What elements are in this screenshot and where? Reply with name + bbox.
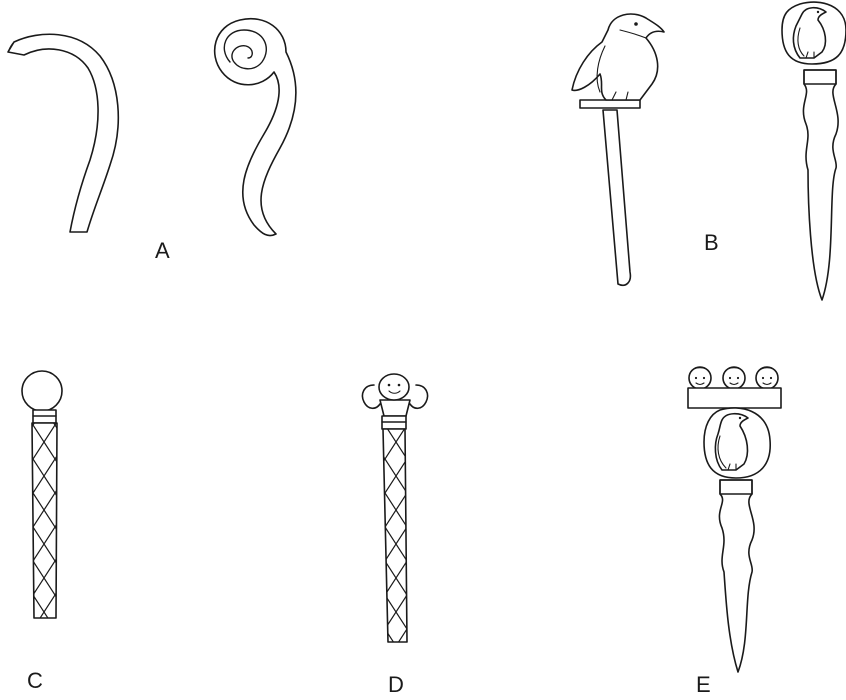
staff-a-spiral-crook <box>215 19 296 236</box>
staff-a-crook <box>8 34 118 232</box>
label-d: D <box>388 672 404 697</box>
staff-e-heads-staff <box>688 367 781 672</box>
staff-b-eagle-finial <box>572 14 664 285</box>
eagle-medallion <box>782 2 846 64</box>
face-icon <box>689 367 711 389</box>
staff-c-knob-staff <box>22 371 62 618</box>
three-heads-crest <box>688 367 781 408</box>
perch-plate <box>580 100 640 108</box>
face-icon <box>723 367 745 389</box>
human-figure-finial <box>362 374 427 416</box>
label-c: C <box>27 668 43 693</box>
staff-b-medallion-staff <box>782 2 846 300</box>
face-icon <box>379 374 409 400</box>
eagle-medallion <box>704 408 770 478</box>
label-b: B <box>704 230 719 255</box>
label-a: A <box>155 238 170 263</box>
label-e: E <box>696 672 711 697</box>
knob-head <box>22 371 62 411</box>
face-icon <box>756 367 778 389</box>
eagle-icon <box>572 14 664 100</box>
staff-d-figure-staff <box>362 374 427 642</box>
